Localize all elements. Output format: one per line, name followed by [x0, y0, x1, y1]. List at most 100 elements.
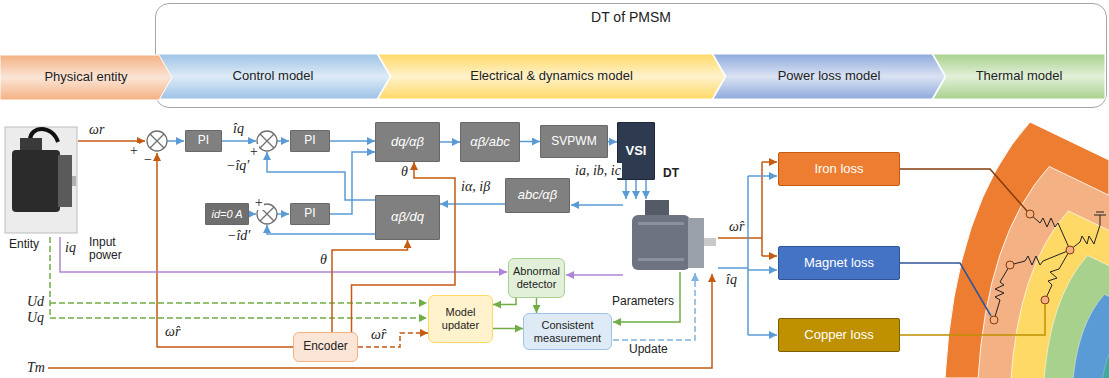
chevron-fill — [713, 54, 945, 99]
loss-box: Magnet loss — [778, 246, 900, 280]
node-text: id=0 A — [211, 208, 242, 221]
iron-loss-wire — [900, 169, 1027, 211]
thermal-node — [1066, 246, 1074, 254]
stage-band: Physical entity — [0, 55, 172, 100]
resistor-symbol — [1010, 250, 1070, 265]
node-text: Magnet loss — [804, 256, 874, 271]
digital-twin-motor — [632, 200, 716, 270]
pi-controller: PI — [290, 130, 330, 152]
text-label: DT — [662, 167, 680, 180]
signal-connector — [440, 141, 460, 143]
updater-box: Model updater — [428, 295, 493, 343]
current-wire — [222, 140, 256, 142]
node-text: PI — [304, 134, 315, 148]
current-wire — [277, 140, 289, 142]
signal-connector — [536, 298, 538, 313]
thermal-section — [945, 122, 1109, 378]
q-feedback-wire — [267, 152, 375, 200]
motor-body — [632, 215, 690, 270]
reference-block: id=0 A — [205, 203, 249, 225]
signal-label: Tm — [26, 360, 46, 375]
signal-label: ω̂r — [164, 324, 181, 339]
node-text: Control model — [233, 69, 314, 84]
thermal-network — [994, 212, 1106, 320]
input-power-wire — [60, 237, 507, 272]
transform-block: αβ/dq — [375, 195, 440, 240]
detector-box: Abnormal detector — [508, 258, 565, 298]
motor-body — [12, 150, 60, 212]
voltage-wire — [50, 302, 427, 304]
text-label: Parameters — [611, 295, 675, 308]
phase-current-wire — [571, 204, 623, 206]
torque-wire — [48, 274, 712, 368]
signal-connector — [608, 141, 617, 143]
node-text: Model updater — [432, 306, 489, 331]
node-text: DT of PMSM — [591, 9, 671, 25]
text-label: Input power — [88, 236, 136, 262]
measurement-box: Consistent measurement — [523, 313, 612, 350]
speed-output-wire — [762, 161, 777, 163]
node-text: SVPWM — [551, 135, 596, 149]
inverter-block: VSI — [617, 122, 655, 180]
node-text: αβ/dq — [391, 210, 424, 225]
thermal-node — [1006, 261, 1014, 269]
stage-band: Control model — [156, 54, 390, 99]
pi-controller: PI — [290, 203, 330, 225]
node-text: PI — [198, 134, 209, 148]
summing-junctions — [147, 131, 277, 224]
motor-connector — [645, 200, 669, 216]
chevron-fill — [933, 54, 1105, 99]
transform-block: αβ/abc — [460, 122, 520, 162]
encoder-box: Encoder — [293, 332, 358, 362]
thermal-node — [1026, 210, 1034, 218]
signal-label: îq — [725, 272, 738, 287]
node-text: PI — [304, 207, 315, 221]
signal-connector — [330, 152, 375, 214]
signal-label: − — [142, 152, 153, 167]
pi-controller: PI — [185, 130, 222, 152]
signal-connector — [358, 333, 428, 347]
loss-box: Copper loss — [778, 318, 900, 352]
signal-label: ia, ib, ic — [574, 163, 622, 178]
thermal-nodes — [990, 210, 1074, 324]
node-text: Physical entity — [44, 70, 127, 85]
signal-label: ω̂r — [728, 219, 745, 234]
text-label: Update — [628, 343, 669, 356]
inverter-wire — [635, 180, 637, 199]
current-output-wire — [748, 334, 777, 336]
resistor-symbol — [994, 265, 1010, 320]
junction-cross — [150, 134, 164, 148]
loss-leader-lines — [900, 169, 1045, 335]
node-text: Copper loss — [804, 328, 873, 343]
signal-connector — [332, 240, 408, 332]
current-output-wire — [748, 175, 777, 177]
resistor-symbol — [1030, 214, 1070, 250]
motor-flange — [688, 218, 704, 268]
stage-band: Electrical & dynamics model — [378, 54, 725, 99]
stage-band: Thermal model — [933, 54, 1105, 99]
signal-label: −îq′ — [225, 158, 250, 173]
voltage-wire — [49, 237, 51, 318]
copper-loss-wire — [900, 304, 1045, 335]
photo-frame — [5, 127, 77, 233]
junction-cross — [260, 134, 274, 148]
signal-label: θ — [400, 164, 409, 179]
signal-label: ωr — [88, 122, 105, 137]
current-wire — [249, 213, 256, 215]
entity-motor-photo — [5, 127, 77, 233]
resistor-symbol — [1070, 225, 1100, 250]
node-text: αβ/abc — [470, 135, 509, 150]
signal-wires — [48, 141, 777, 368]
signal-label: Ud — [26, 294, 45, 309]
stage-band: Power loss model — [713, 54, 945, 99]
ground-symbol — [1094, 212, 1106, 225]
modulator-block: SVPWM — [540, 125, 608, 158]
rotor — [1101, 333, 1109, 378]
node-text: Electrical & dynamics model — [470, 69, 633, 84]
signal-connector — [440, 203, 505, 205]
transform-block: abc/αβ — [505, 178, 570, 213]
resistor-symbol — [1045, 250, 1070, 300]
signal-label: + — [253, 195, 264, 210]
magnet — [1072, 294, 1109, 378]
signal-label: îq — [232, 121, 245, 136]
